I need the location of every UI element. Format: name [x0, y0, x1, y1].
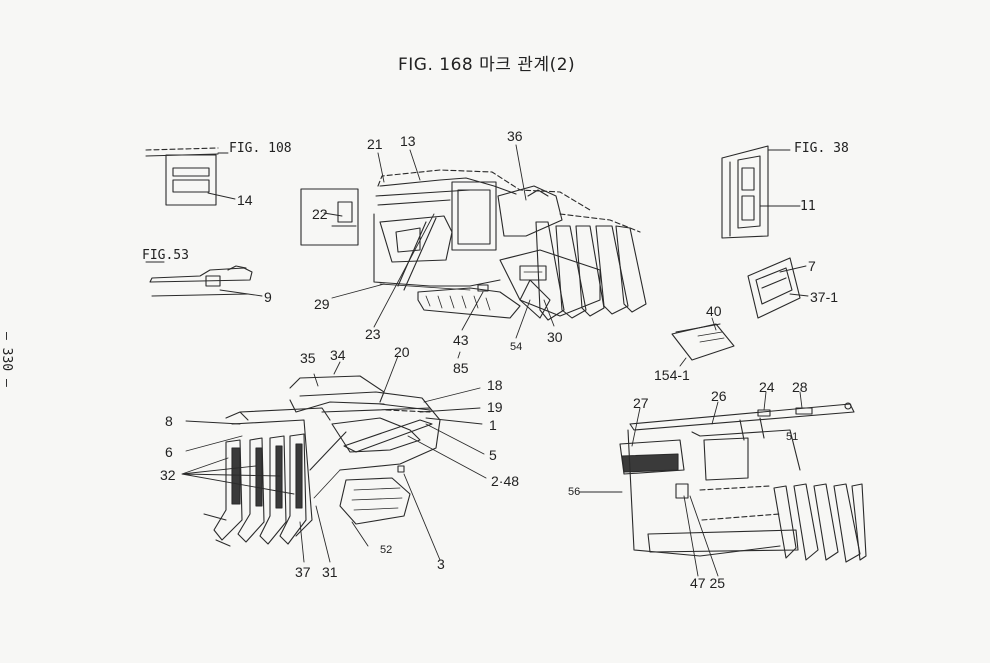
callout-29: 29 [314, 296, 330, 312]
callout-11: 11 [800, 199, 816, 214]
callout-24: 24 [759, 379, 775, 395]
callout-28: 28 [792, 379, 808, 395]
callout-23: 23 [365, 326, 381, 342]
callout-32: 32 [160, 467, 176, 483]
fig38-detail [721, 145, 801, 239]
callout-2-48: 2·48 [491, 473, 520, 489]
callout-8: 8 [165, 413, 173, 429]
callout-37: 37 [295, 564, 311, 580]
machine-bottom-left [181, 355, 487, 563]
machine-top [331, 144, 647, 359]
fig108-detail [145, 147, 236, 206]
figure-title: FIG. 168 마크 관계(2) [398, 55, 576, 75]
callout-37-1: 37-1 [810, 289, 839, 305]
callout-9: 9 [264, 289, 272, 305]
callout-14: 14 [237, 192, 253, 208]
callout-34: 34 [330, 347, 346, 363]
plate-37-1 [747, 257, 809, 319]
callout-54: 54 [510, 341, 523, 353]
machine-bottom-right [579, 391, 867, 577]
ref-fig53: FIG.53 [142, 248, 189, 263]
callout-18: 18 [487, 377, 503, 393]
callout-7: 7 [808, 258, 816, 274]
callout-13: 13 [400, 133, 416, 149]
callout-51: 51 [786, 431, 799, 443]
callout-19: 19 [487, 399, 503, 415]
callout-52: 52 [380, 544, 393, 556]
callout-47-25: 47 25 [690, 575, 726, 591]
callout-3: 3 [437, 556, 445, 572]
callout-36: 36 [507, 128, 523, 144]
callout-35: 35 [300, 350, 316, 366]
callout-5: 5 [489, 447, 497, 463]
callout-1: 1 [489, 417, 497, 433]
callout-85: 85 [453, 360, 469, 376]
ref-fig38: FIG. 38 [794, 141, 849, 156]
fig53-detail [145, 261, 263, 297]
callout-154-1: 154-1 [654, 367, 690, 383]
detail-box-22 [300, 188, 359, 246]
callout-6: 6 [165, 444, 173, 460]
callout-43: 43 [453, 332, 469, 348]
part-154-1 [671, 317, 735, 367]
callout-40: 40 [706, 303, 722, 319]
callout-21: 21 [367, 136, 383, 152]
callout-26: 26 [711, 388, 727, 404]
callout-27: 27 [633, 395, 649, 411]
callout-56: 56 [568, 486, 581, 498]
callout-30: 30 [547, 329, 563, 345]
callout-20: 20 [394, 344, 410, 360]
callout-31: 31 [322, 564, 338, 580]
callout-22: 22 [312, 206, 328, 222]
ref-fig108: FIG. 108 [229, 141, 292, 156]
